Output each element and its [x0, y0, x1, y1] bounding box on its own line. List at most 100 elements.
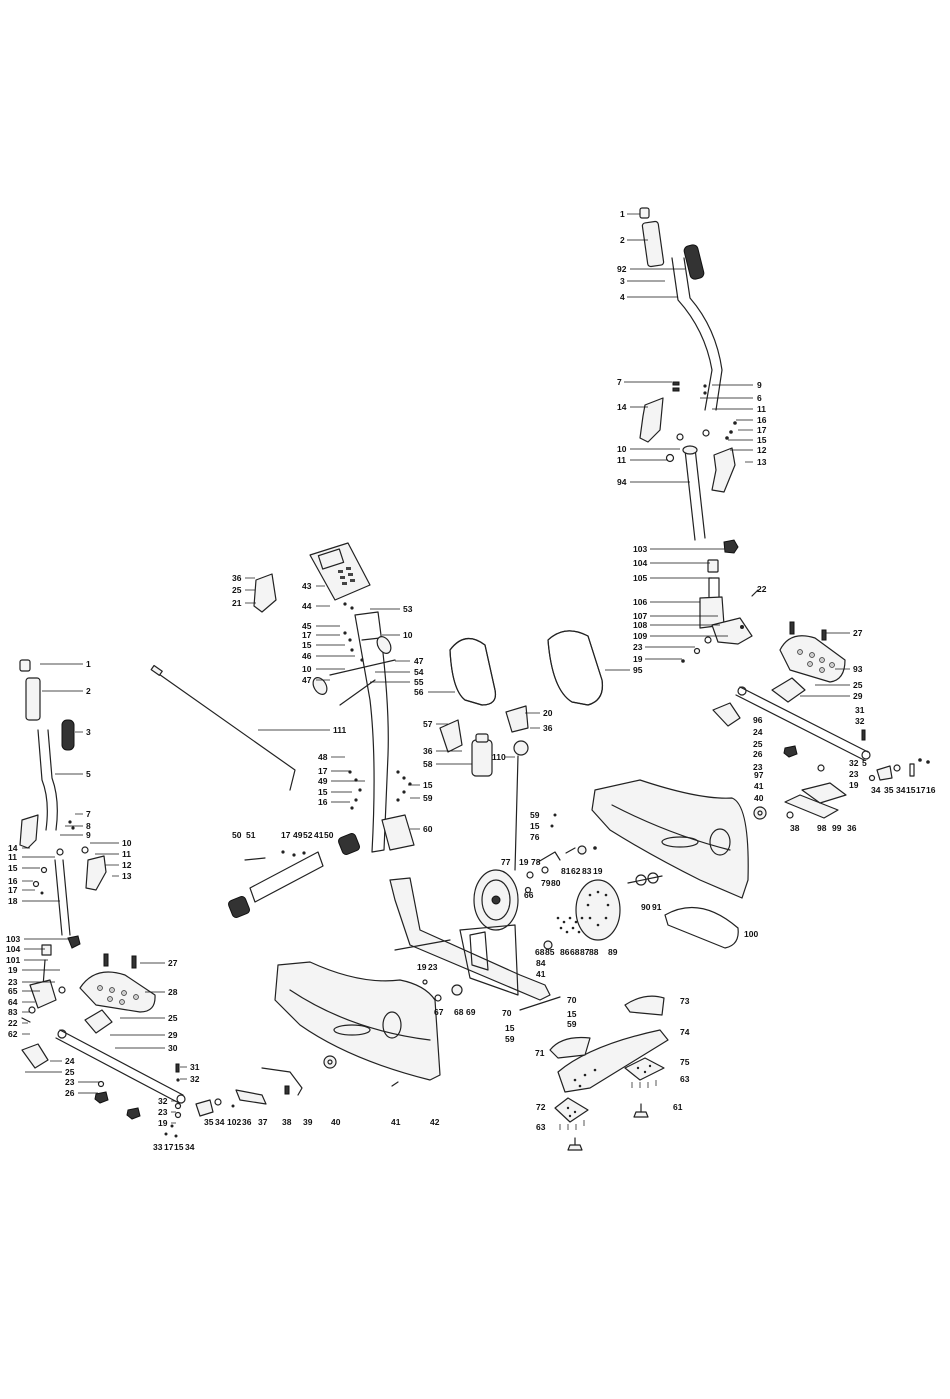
callout-b-70a: 70: [567, 995, 577, 1005]
callout-c-56: 56: [414, 687, 424, 697]
callout-b-40a: 40: [754, 793, 764, 803]
callout-c-94: 94: [617, 477, 627, 487]
callout-b-19: 19: [519, 857, 529, 867]
callout-b-52: 52: [303, 830, 313, 840]
callout-l-9: 9: [86, 830, 91, 840]
console-mast-assembly: [150, 542, 412, 853]
callout-b-33: 33: [153, 1142, 163, 1152]
callout-c-55: 55: [414, 677, 424, 687]
callout-c-57: 57: [423, 719, 433, 729]
callout-l-2: 2: [86, 686, 91, 696]
callout-c-20: 20: [543, 708, 553, 718]
callout-c-60: 60: [423, 824, 433, 834]
callout-b-68b: 68: [570, 947, 580, 957]
callout-b-76: 76: [530, 832, 540, 842]
callout-b-89: 89: [608, 947, 618, 957]
callout-b-66: 66: [524, 890, 534, 900]
callout-l-64: 64: [8, 997, 18, 1007]
callout-l-25: 25: [168, 1013, 178, 1023]
left-pedal-assembly: [21, 953, 186, 1138]
callout-l-13: 13: [122, 871, 132, 881]
callout-b-77: 77: [501, 857, 511, 867]
callout-b-34a: 34: [215, 1117, 225, 1127]
callout-l-12: 12: [122, 860, 132, 870]
callout-b-72: 72: [536, 1102, 546, 1112]
callout-b-41: 41: [314, 830, 324, 840]
callout-c-16b: 16: [318, 797, 328, 807]
callout-b-23r2: 23: [849, 769, 859, 779]
callout-b-59d: 59: [505, 1034, 515, 1044]
callout-l-83: 83: [8, 1007, 18, 1017]
callout-b-87: 87: [580, 947, 590, 957]
callout-b-32r2: 32: [849, 758, 859, 768]
callout-c-17a: 17: [757, 425, 767, 435]
callout-b-16r: 16: [926, 785, 936, 795]
callout-b-38a: 38: [282, 1117, 292, 1127]
callout-b-70b: 70: [502, 1008, 512, 1018]
callout-b-91: 91: [652, 902, 662, 912]
callout-c-1: 1: [620, 209, 625, 219]
callout-c-106: 106: [633, 597, 647, 607]
callout-c-13a: 13: [757, 457, 767, 467]
callout-c-27a: 27: [853, 628, 863, 638]
callout-b-74: 74: [680, 1027, 690, 1037]
callout-b-100: 100: [744, 929, 758, 939]
callout-c-25b: 25: [232, 585, 242, 595]
callout-c-11b: 11: [617, 455, 626, 465]
callout-c-59a: 59: [423, 793, 433, 803]
callout-c-36b: 36: [543, 723, 553, 733]
callout-b-35r: 35: [884, 785, 894, 795]
callout-c-45: 45: [302, 621, 312, 631]
callout-b-15r: 15: [906, 785, 916, 795]
callout-b-85: 85: [545, 947, 555, 957]
callout-b-68: 68: [535, 947, 545, 957]
callout-c-103a: 103: [633, 544, 647, 554]
callout-b-99: 99: [832, 823, 842, 833]
callout-l-101: 101: [6, 955, 20, 965]
callout-b-41d: 41: [391, 1117, 401, 1127]
callout-l-15: 15: [8, 863, 18, 873]
callout-b-25r: 25: [753, 739, 763, 749]
callout-l-22: 22: [8, 1018, 18, 1028]
callout-c-25a: 25: [853, 680, 863, 690]
callout-b-88: 88: [589, 947, 599, 957]
callout-b-67: 67: [434, 1007, 444, 1017]
callout-b-73: 73: [680, 996, 690, 1006]
left-frame-shell: [274, 961, 441, 1087]
callout-c-3: 3: [620, 276, 625, 286]
callout-b-19c: 19: [417, 962, 427, 972]
callout-c-29a: 29: [853, 691, 863, 701]
callout-c-43: 43: [302, 581, 312, 591]
callout-c-36c: 36: [423, 746, 433, 756]
callout-l-14: 14: [8, 843, 18, 853]
callout-b-23: 23: [428, 962, 438, 972]
callout-b-86: 86: [560, 947, 570, 957]
callout-c-4: 4: [620, 292, 625, 302]
callout-b-37: 37: [258, 1117, 268, 1127]
callout-c-10c: 10: [302, 664, 312, 674]
callout-c-11a: 11: [757, 404, 766, 414]
left-crank-parts: [195, 1067, 303, 1117]
callout-b-80: 80: [551, 878, 561, 888]
callout-l-16: 16: [8, 876, 18, 886]
callout-l-28: 28: [168, 987, 178, 997]
callout-b-51: 51: [246, 830, 256, 840]
callout-b-71: 71: [535, 1048, 545, 1058]
callout-c-44: 44: [302, 601, 312, 611]
callout-c-36a: 36: [232, 573, 242, 583]
callout-c-47b: 47: [302, 675, 312, 685]
callout-l-11b: 11: [122, 849, 131, 859]
callout-b-17: 17: [281, 830, 291, 840]
callout-c-108: 108: [633, 620, 647, 630]
callout-c-109: 109: [633, 631, 647, 641]
callout-c-7: 7: [617, 377, 622, 387]
callout-c-19a: 19: [633, 654, 643, 664]
callout-b-69: 69: [466, 1007, 476, 1017]
callout-l-18: 18: [8, 896, 18, 906]
callout-b-83: 83: [582, 866, 592, 876]
callout-c-23a: 23: [633, 642, 643, 652]
main-frame: [389, 877, 561, 1011]
